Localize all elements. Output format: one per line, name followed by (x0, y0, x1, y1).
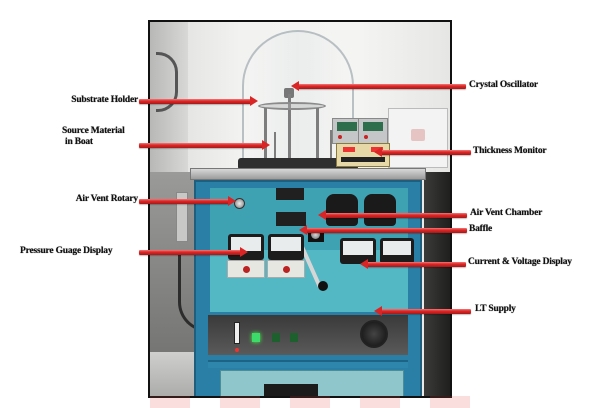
gauge-base (227, 260, 265, 278)
label-line: in Boat (65, 137, 93, 147)
controller-screen (363, 122, 383, 131)
red-arrow-icon (374, 306, 471, 316)
label-pressure-gauge-display: Pressure Guage Display (20, 246, 113, 256)
meter-face (231, 237, 261, 251)
power-box (388, 108, 448, 168)
red-arrow-icon (299, 225, 467, 235)
electrode (330, 130, 332, 158)
lever-ball (318, 281, 328, 291)
led-display (343, 147, 355, 152)
support-rod (316, 108, 319, 158)
gauge-knob (283, 266, 290, 273)
dial-meter (326, 194, 358, 226)
cabinet-ledge (208, 360, 408, 368)
substrate-holder-disc (258, 102, 326, 110)
crystal-oscillator-head (284, 88, 294, 98)
label-baffle: Baffle (469, 224, 493, 234)
support-rod (264, 108, 267, 158)
label-crystal-oscillator: Crystal Oscillator (469, 80, 538, 90)
label-line: Source Material (62, 126, 125, 136)
label-source-material: Source Material in Boat (62, 126, 125, 148)
button-row (341, 157, 385, 162)
label-current-voltage-display: Current & Voltage Display (468, 257, 572, 267)
red-arrow-icon (139, 247, 248, 257)
logo-sticker (411, 129, 425, 141)
power-led (235, 348, 239, 352)
unit-nameplate (264, 384, 318, 396)
red-arrow-icon (318, 210, 467, 220)
watermark (150, 396, 490, 408)
label-air-vent-chamber: Air Vent Chamber (470, 208, 543, 218)
red-arrow-icon (374, 147, 471, 157)
equipment-photo (148, 20, 452, 398)
controller-screen (337, 122, 357, 131)
green-switch (272, 333, 280, 342)
red-arrow-icon (291, 81, 466, 91)
controller-led (338, 135, 342, 139)
label-thickness-monitor: Thickness Monitor (473, 146, 547, 156)
red-arrow-icon (360, 259, 466, 269)
red-arrow-icon (139, 196, 236, 206)
cabinet-slot (176, 192, 188, 242)
temperature-controller (358, 118, 388, 144)
level-gauge (234, 322, 240, 344)
baffle-plate (276, 212, 306, 226)
baseplate (238, 158, 358, 170)
red-arrow-icon (139, 140, 270, 150)
label-air-vent-rotary: Air Vent Rotary (75, 194, 138, 204)
green-switch-on (252, 333, 260, 342)
meter-face (343, 241, 373, 255)
electrode (274, 132, 276, 158)
steel-table-top (190, 168, 426, 180)
label-substrate-holder: Substrate Holder (71, 95, 138, 105)
gauge-knob (243, 266, 250, 273)
center-rod (288, 94, 291, 160)
controller-led (364, 135, 368, 139)
green-switch (290, 333, 298, 342)
current-meter (340, 238, 376, 264)
red-arrow-icon (139, 96, 258, 106)
nameplate-small (276, 188, 304, 200)
voltage-meter (380, 238, 414, 264)
right-equipment (424, 172, 450, 396)
gauge-base (267, 260, 305, 278)
dial-meter (364, 194, 396, 226)
label-lt-supply: LT Supply (475, 304, 516, 314)
meter-face (383, 241, 411, 255)
lt-supply-knob (360, 320, 388, 348)
meter-face (271, 237, 301, 251)
pressure-gauge-meter (268, 234, 304, 260)
